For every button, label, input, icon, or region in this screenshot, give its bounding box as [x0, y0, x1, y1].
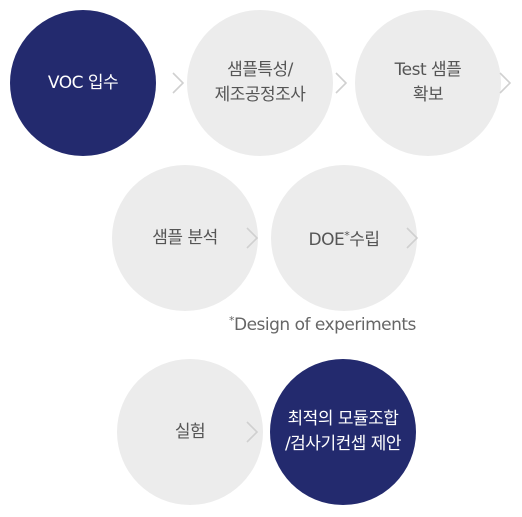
- footnote-marker: *: [229, 314, 235, 327]
- step-test-sample: Test 샘플 확보: [355, 10, 501, 156]
- footnote-marker: *: [344, 229, 350, 242]
- chevron-right-icon: [171, 71, 185, 95]
- step-label: 실험: [174, 421, 206, 442]
- step-label: 샘플 분석: [152, 227, 218, 248]
- step-label: 샘플특성/ 제조공정조사: [214, 60, 306, 105]
- step-sample-analysis: 샘플 분석: [112, 165, 258, 311]
- step-sample-characteristics: 샘플특성/ 제조공정조사: [187, 10, 333, 156]
- chevron-right-icon: [498, 71, 512, 95]
- step-label: DOE*수립: [308, 229, 381, 250]
- step-doe-planning: DOE*수립: [271, 165, 417, 311]
- chevron-right-icon: [245, 226, 259, 250]
- step-experiment: 실험: [117, 359, 263, 505]
- chevron-right-icon: [334, 71, 348, 95]
- step-voc-intake: VOC 입수: [10, 10, 156, 156]
- footnote-text: Design of experiments: [234, 315, 416, 335]
- step-label: 최적의 모듈조합 /검사기컨셉 제안: [284, 409, 402, 454]
- chevron-right-icon: [245, 420, 259, 444]
- step-label: Test 샘플 확보: [394, 60, 462, 105]
- chevron-right-icon: [405, 226, 419, 250]
- step-optimal-proposal: 최적의 모듈조합 /검사기컨셉 제안: [270, 359, 416, 505]
- footnote: *Design of experiments: [229, 314, 416, 335]
- step-label: VOC 입수: [47, 72, 119, 93]
